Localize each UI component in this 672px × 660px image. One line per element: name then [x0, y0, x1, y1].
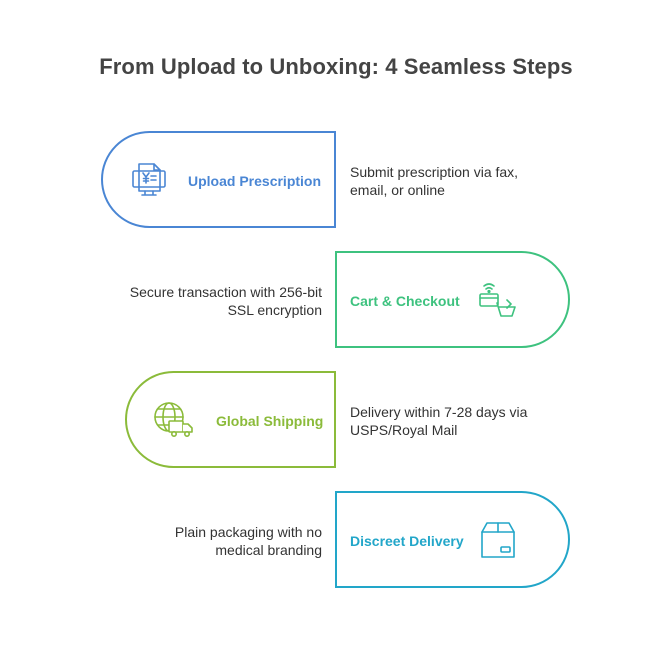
prescription-document-icon — [132, 163, 166, 196]
step-label-discreet-delivery: Discreet Delivery — [350, 533, 464, 549]
step-desc-cart-checkout: Secure transaction with 256-bit SSL encr… — [129, 284, 322, 318]
step-desc-global-shipping: Delivery within 7-28 days via USPS/Royal… — [350, 404, 528, 438]
step-desc-upload-prescription: Submit prescription via fax, email, or o… — [350, 164, 519, 198]
card-cart-icon — [479, 283, 516, 317]
step-label-cart-checkout: Cart & Checkout — [350, 293, 460, 309]
page-title: From Upload to Unboxing: 4 Seamless Step… — [99, 54, 573, 79]
step-discreet-delivery — [335, 491, 570, 588]
step-cart-checkout — [335, 251, 570, 348]
package-box-icon — [481, 522, 515, 558]
globe-truck-icon — [154, 402, 193, 437]
step-label-upload-prescription: Upload Prescription — [188, 173, 322, 189]
step-upload-prescription — [101, 131, 336, 228]
step-desc-discreet-delivery: Plain packaging with no medical branding — [174, 524, 322, 558]
step-global-shipping — [125, 371, 336, 468]
step-label-global-shipping: Global Shipping — [216, 413, 324, 429]
